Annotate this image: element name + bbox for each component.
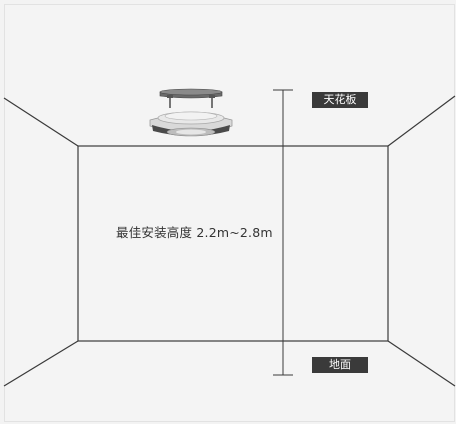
ceiling-tag: 天花板	[312, 92, 368, 108]
floor-edge-left	[3, 340, 79, 387]
back-wall	[77, 145, 389, 342]
ceiling-edge-left	[3, 97, 79, 147]
diagram-frame	[4, 4, 455, 422]
floor-tag: 地面	[312, 357, 368, 373]
ceiling-edge-right	[387, 95, 456, 147]
installation-height-label: 最佳安装高度 2.2m~2.8m	[116, 225, 273, 240]
floor-edge-right	[387, 340, 456, 387]
height-dimension-line	[273, 89, 293, 376]
ceiling-mounted-sensor-icon	[149, 88, 233, 137]
